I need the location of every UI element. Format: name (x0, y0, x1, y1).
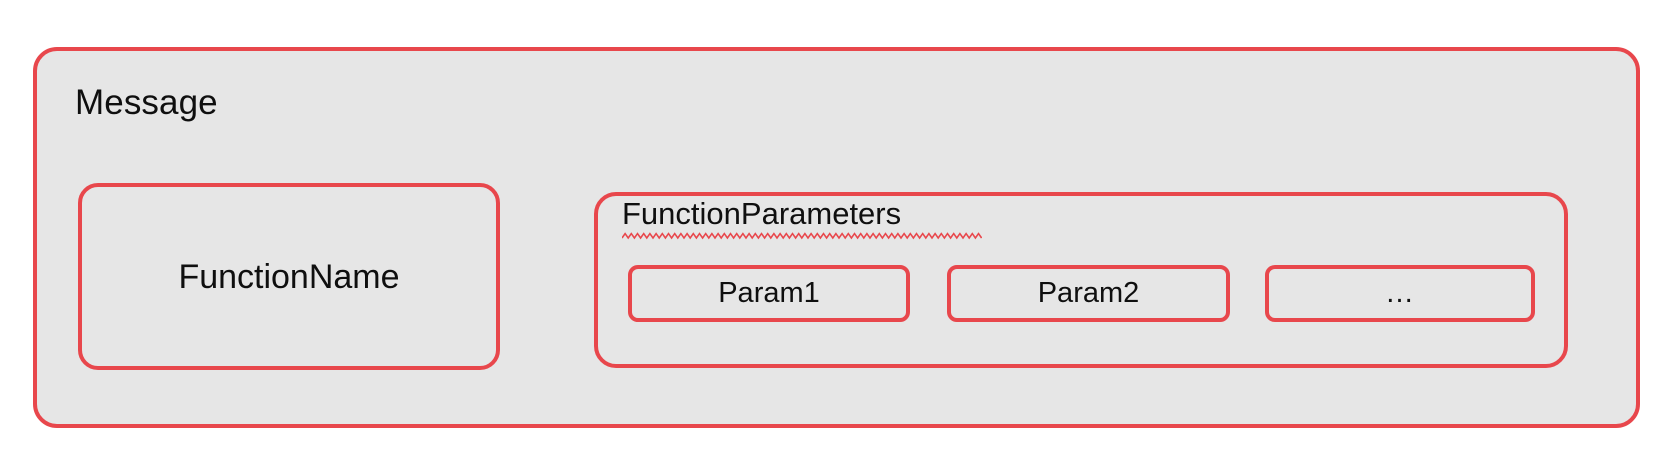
function-parameters-label: FunctionParameters (622, 196, 902, 231)
function-parameters-title-group: FunctionParameters (622, 196, 982, 240)
function-name-box[interactable]: FunctionName (78, 183, 500, 370)
message-title-label: Message (75, 83, 218, 122)
param-label-ellipsis: … (1385, 277, 1415, 309)
param-label: Param1 (718, 277, 820, 309)
spellcheck-squiggle-underline (622, 231, 982, 239)
param-box[interactable]: Param2 (947, 265, 1230, 322)
function-name-label: FunctionName (178, 257, 400, 296)
param-box[interactable]: … (1265, 265, 1535, 322)
param-label: Param2 (1037, 277, 1140, 309)
param-box[interactable]: Param1 (628, 265, 910, 322)
